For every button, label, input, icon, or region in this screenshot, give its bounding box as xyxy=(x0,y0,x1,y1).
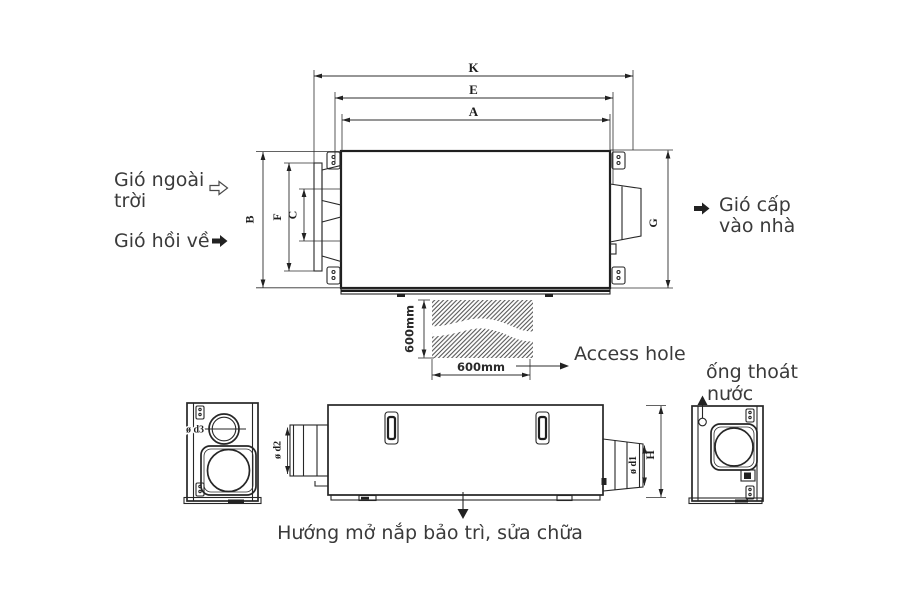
left-duct-ports xyxy=(313,162,342,272)
dim-label-d3: ø d3 xyxy=(186,425,204,436)
drain-text-line2: nước xyxy=(707,383,753,405)
outdoor-air-label: Gió ngoài trời xyxy=(114,169,229,212)
dimension-K: K xyxy=(313,60,634,163)
maintenance-callout: Hướng mở nắp bảo trì, sửa chữa xyxy=(277,492,583,544)
latch-slot-left xyxy=(384,411,399,445)
drain-text-line1: ống thoát xyxy=(706,361,798,383)
corner-bracket-top-right xyxy=(611,151,626,170)
right-end-view: ống thoát nước xyxy=(688,361,798,505)
return-air-label: Gió hồi về xyxy=(114,230,228,252)
dimension-H: H xyxy=(643,405,666,498)
dim-label-d1: ø d1 xyxy=(628,456,639,474)
dim-label-A: A xyxy=(469,104,479,119)
dim-label-d2: ø d2 xyxy=(273,441,284,459)
side-elevation: ø d2 ø d1 H xyxy=(273,404,666,544)
dimension-access-width: 600mm xyxy=(431,359,531,380)
side-left-stub xyxy=(289,424,329,487)
top-view: K E A B F xyxy=(114,60,795,297)
right-end-bracket-bottom xyxy=(745,485,755,500)
supply-air-text-line1: Gió cấp xyxy=(719,194,791,216)
down-arrow-icon xyxy=(457,509,469,519)
outdoor-air-text-line2: trời xyxy=(114,190,146,212)
left-end-bracket-bottom xyxy=(195,482,205,497)
left-end-base xyxy=(183,496,262,505)
hollow-right-arrow-icon xyxy=(209,180,229,196)
right-arrow-icon xyxy=(560,362,569,370)
dim-label-F: F xyxy=(270,213,284,220)
right-duct-port xyxy=(609,183,642,255)
corner-bracket-bottom-right xyxy=(611,266,626,285)
left-end-square-port xyxy=(200,445,257,496)
dim-label-H: H xyxy=(643,450,657,460)
supply-air-label: Gió cấp vào nhà xyxy=(694,194,795,237)
right-end-base xyxy=(688,497,763,505)
dimension-G: G xyxy=(610,149,673,289)
dimension-d1: ø d1 xyxy=(628,445,647,486)
access-width-label: 600mm xyxy=(457,360,505,374)
drain-port xyxy=(698,417,707,427)
dim-label-B: B xyxy=(243,215,257,223)
outdoor-air-text-line1: Gió ngoài xyxy=(114,169,204,191)
access-hole: 600mm 600mm Access hole xyxy=(403,299,686,380)
dim-label-G: G xyxy=(646,218,660,227)
unit-body-top-view xyxy=(339,149,612,290)
right-end-latch xyxy=(740,469,756,482)
access-height-label: 600mm xyxy=(403,305,417,353)
access-hole-callout: Access hole xyxy=(516,343,686,370)
side-right-stub xyxy=(601,438,644,492)
hatch-wave-band xyxy=(431,318,534,342)
return-air-text: Gió hồi về xyxy=(114,230,210,252)
left-end-view: ø d3 xyxy=(183,402,262,505)
maintenance-text: Hướng mở nắp bảo trì, sửa chữa xyxy=(277,521,583,544)
dimension-d2: ø d2 xyxy=(273,427,290,474)
corner-bracket-bottom-left xyxy=(326,266,341,285)
port-d3: ø d3 xyxy=(185,413,246,445)
dim-label-K: K xyxy=(468,60,479,75)
left-end-box xyxy=(186,402,259,502)
side-body xyxy=(327,404,604,496)
right-end-bracket-top xyxy=(745,408,755,423)
dim-label-E: E xyxy=(469,82,478,97)
dimension-access-height: 600mm xyxy=(403,299,434,359)
up-arrow-icon xyxy=(697,395,708,405)
right-end-square-port xyxy=(710,423,758,471)
bottom-panel-bar xyxy=(340,287,611,297)
latch-slot-right xyxy=(535,411,550,445)
access-hole-text: Access hole xyxy=(574,343,686,365)
dimension-E: E xyxy=(334,82,614,184)
dimension-B: B xyxy=(243,151,341,289)
dimension-C: C xyxy=(286,188,341,242)
solid-right-arrow-icon xyxy=(694,202,710,215)
right-end-box xyxy=(691,405,764,502)
supply-air-text-line2: vào nhà xyxy=(719,215,795,237)
solid-right-arrow-icon xyxy=(212,235,228,247)
dimension-F: F xyxy=(270,162,322,272)
dim-label-C: C xyxy=(286,211,300,220)
dimension-A: A xyxy=(341,104,611,151)
left-end-bracket-top xyxy=(195,405,205,420)
side-base xyxy=(330,494,601,502)
drain-callout: ống thoát nước xyxy=(697,361,798,427)
